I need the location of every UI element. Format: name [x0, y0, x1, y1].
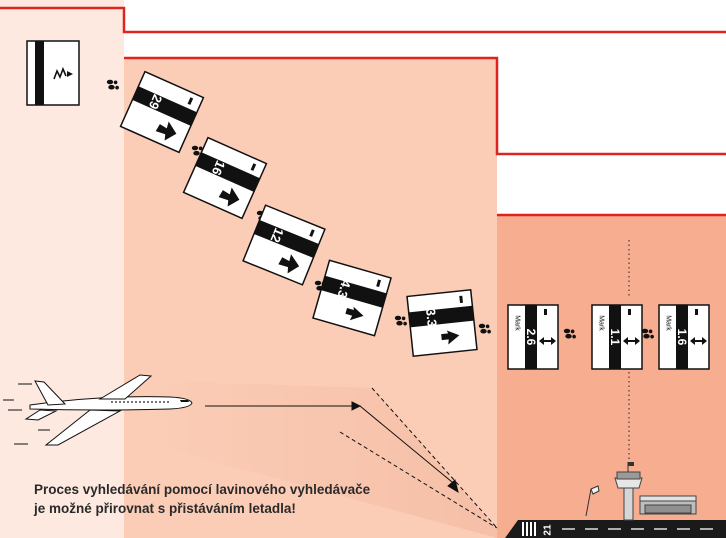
approach-path	[205, 387, 498, 529]
distance-readout: 1.1	[608, 329, 622, 346]
direction-arrow-icon	[278, 254, 300, 274]
device-step-7: 1.1 Mark	[591, 304, 643, 370]
device-step-0	[26, 40, 80, 106]
double-arrow-icon	[623, 337, 640, 345]
distance-readout: 12	[267, 226, 286, 245]
control-tower-icon	[614, 462, 643, 521]
signal-wave-icon	[53, 66, 73, 80]
device-step-5: 3.3	[406, 288, 478, 358]
device-step-3: 12	[242, 204, 326, 286]
runway-icon: 21	[505, 520, 726, 538]
double-arrow-icon	[690, 337, 707, 345]
double-arrow-icon	[539, 337, 556, 345]
direction-arrow-icon	[441, 330, 460, 345]
device-step-4: 4.3	[312, 259, 392, 337]
distance-readout: 3.3	[423, 308, 440, 328]
mode-label: Mark	[514, 315, 521, 331]
device-step-1: 29	[119, 70, 205, 154]
hangar-icon	[639, 495, 697, 515]
device-step-8: 1.6 Mark	[658, 304, 710, 370]
caption-line-1: Proces vyhledávání pomocí lavinového vyh…	[34, 482, 371, 497]
mode-label: Mark	[598, 315, 605, 331]
caption: Proces vyhledávání pomocí lavinového vyh…	[34, 480, 434, 518]
distance-readout: 2.6	[524, 329, 538, 346]
runway-number: 21	[543, 524, 554, 536]
direction-arrow-icon	[218, 187, 240, 207]
direction-arrow-icon	[345, 306, 364, 321]
windsock-icon	[585, 485, 600, 517]
device-step-2: 16	[182, 136, 268, 220]
approach-beam	[135, 380, 497, 538]
device-step-6: 2.6 Mark	[507, 304, 559, 370]
direction-arrow-icon	[155, 121, 177, 141]
distance-readout: 16	[209, 158, 229, 177]
zone-boundary-lines	[0, 6, 726, 217]
zone-fine-bg	[497, 215, 726, 538]
mode-label: Mark	[665, 315, 672, 331]
caption-line-2: je možné přirovnat s přistáváním letadla…	[34, 501, 296, 516]
airplane-icon	[3, 374, 193, 446]
distance-readout: 1.6	[675, 329, 689, 346]
distance-readout: 4.3	[334, 278, 353, 300]
distance-readout: 29	[146, 92, 166, 111]
